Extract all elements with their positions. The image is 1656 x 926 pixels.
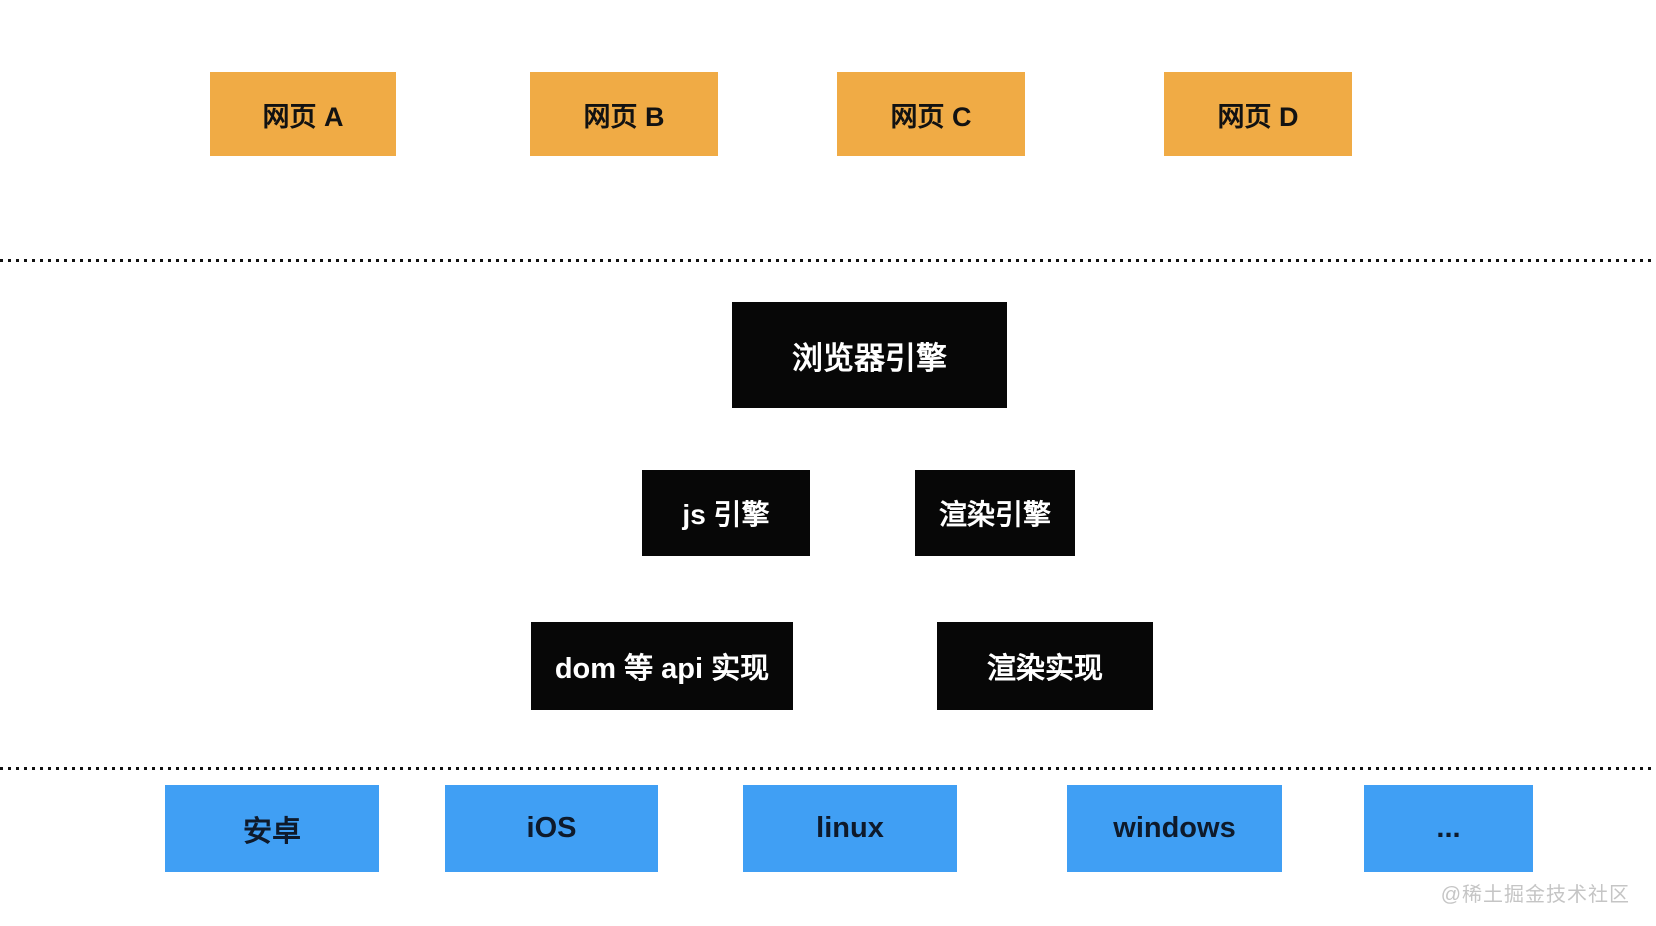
webpage-a-box: 网页 A: [210, 72, 396, 156]
platform-windows-box: windows: [1067, 785, 1282, 872]
render-engine-label: 渲染引擎: [938, 499, 1051, 530]
webpage-d-label: 网页 D: [1217, 101, 1299, 132]
dotted-divider-top: [0, 259, 1656, 262]
webpage-d-box: 网页 D: [1164, 72, 1352, 156]
platform-android-label: 安卓: [242, 815, 301, 848]
render-impl-label: 渲染实现: [986, 653, 1103, 685]
webpage-c-box: 网页 C: [837, 72, 1025, 156]
platform-windows-label: windows: [1113, 812, 1236, 844]
platform-ios-box: iOS: [445, 785, 658, 872]
platform-linux-label: linux: [816, 812, 884, 844]
dom-api-impl-label: dom 等 api 实现: [554, 653, 770, 685]
platform-ios-label: iOS: [526, 812, 577, 844]
watermark-text: @稀土掘金技术社区: [1440, 884, 1630, 906]
browser-engine-box: 浏览器引擎: [732, 302, 1007, 408]
browser-engine-label: 浏览器引擎: [792, 340, 947, 376]
platform-linux-box: linux: [743, 785, 957, 872]
render-engine-box: 渲染引擎: [915, 470, 1075, 556]
js-engine-box: js 引擎: [642, 470, 810, 556]
webpage-c-label: 网页 C: [890, 101, 972, 132]
platform-android-box: 安卓: [165, 785, 379, 872]
webpage-a-label: 网页 A: [262, 101, 344, 132]
webpage-b-label: 网页 B: [583, 101, 665, 132]
dom-api-impl-box: dom 等 api 实现: [531, 622, 793, 710]
platform-ellipsis-box: ...: [1364, 785, 1533, 872]
render-impl-box: 渲染实现: [937, 622, 1153, 710]
dotted-divider-bottom: [0, 767, 1656, 770]
platform-ellipsis-label: ...: [1436, 812, 1461, 844]
webpage-b-box: 网页 B: [530, 72, 718, 156]
js-engine-label: js 引擎: [682, 499, 770, 530]
